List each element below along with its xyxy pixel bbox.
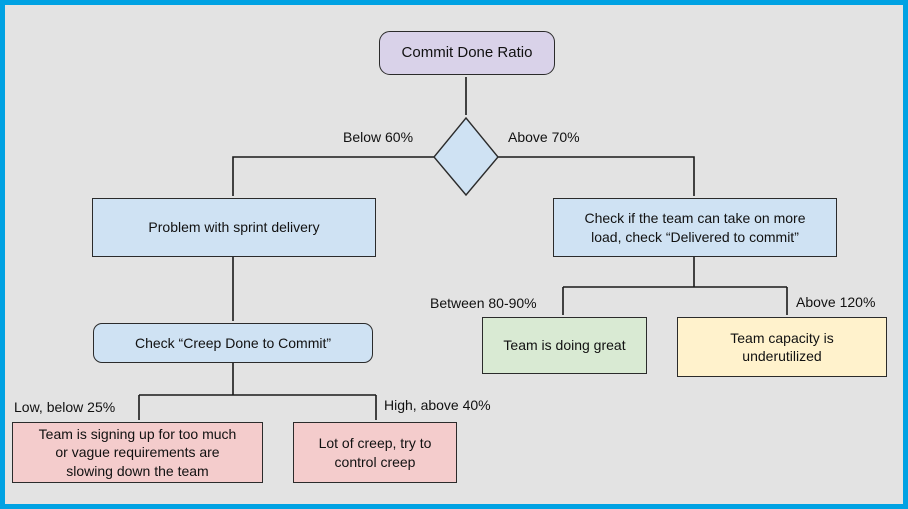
node-team-capacity-underutilized: Team capacity is underutilized (677, 317, 887, 377)
node-team-doing-great: Team is doing great (482, 317, 647, 374)
node-lot-of-creep: Lot of creep, try to control creep (293, 422, 457, 483)
node-check-creep-done-to-commit: Check “Creep Done to Commit” (93, 323, 373, 363)
decision-diamond (433, 116, 499, 197)
node-signing-up-too-much: Team is signing up for too much or vague… (12, 422, 263, 483)
edge-decision-to-load-check (498, 156, 695, 196)
edge-load-split (563, 257, 787, 288)
node-commit-done-ratio: Commit Done Ratio (379, 31, 555, 75)
edge-decision-to-problem (232, 156, 434, 196)
edge-creep-split (139, 363, 376, 396)
edge-label-between-80-90: Between 80-90% (430, 295, 537, 311)
node-problem-sprint-delivery: Problem with sprint delivery (92, 198, 376, 257)
edge-label-high-above-40: High, above 40% (384, 397, 491, 413)
connector-layer (138, 77, 788, 420)
edge-label-low-below-25: Low, below 25% (14, 399, 116, 415)
edge-label-below-60: Below 60% (343, 129, 414, 145)
node-check-take-more-load: Check if the team can take on more load,… (553, 198, 837, 257)
edge-label-above-70: Above 70% (508, 129, 580, 145)
edge-label-above-120: Above 120% (796, 294, 876, 310)
